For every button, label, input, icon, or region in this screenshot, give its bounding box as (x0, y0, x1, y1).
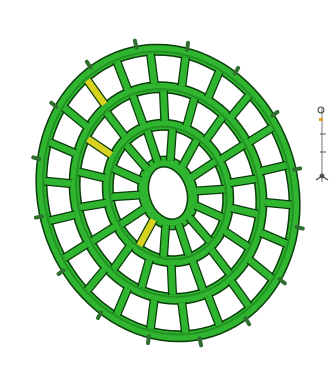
outer-tab (31, 155, 42, 162)
mid-spoke (79, 199, 107, 211)
ring-2-shade (75, 88, 261, 298)
mid-spoke (129, 95, 147, 126)
mid-spoke (183, 97, 198, 127)
outer-spoke (113, 287, 131, 316)
ring-3-shade (108, 125, 228, 261)
ring-1-shade (42, 50, 294, 336)
outer-tab (84, 59, 93, 70)
outer-spoke (84, 267, 108, 293)
hub-ring (138, 157, 198, 229)
mid-spoke (229, 175, 257, 187)
outer-tab (33, 214, 44, 220)
ring-3 (103, 120, 233, 266)
mid-spoke (160, 91, 169, 122)
triad-y-axis (321, 175, 329, 181)
outer-tab (232, 65, 241, 76)
ring-1 (36, 45, 300, 341)
outer-spoke (260, 162, 287, 175)
mid-spoke (189, 260, 207, 291)
outer-spoke (205, 295, 223, 326)
inner-spoke (194, 202, 224, 221)
inner-spoke (175, 223, 192, 256)
outer-spoke (48, 139, 77, 157)
outer-tab (294, 224, 305, 231)
mid-spoke (138, 259, 153, 289)
mid-spoke (222, 228, 250, 250)
outer-spoke (84, 78, 108, 107)
outer-spoke (259, 229, 288, 247)
outer-tab (270, 110, 280, 118)
outer-tab (132, 38, 139, 50)
ring-2 (70, 82, 266, 304)
inner-spoke (119, 206, 146, 228)
outer-tab (197, 336, 204, 348)
outer-spoke (147, 299, 158, 330)
triad-accent-marker (319, 118, 323, 121)
outer-spoke (205, 70, 223, 99)
inner-spoke (111, 191, 140, 201)
outer-spoke (178, 56, 189, 87)
outer-spoke (49, 211, 76, 224)
mid-spoke (219, 142, 246, 162)
outer-spoke (228, 93, 252, 119)
inner-spoke (190, 158, 217, 180)
outer-spoke (147, 53, 158, 84)
outer-tab (56, 268, 66, 276)
triad-x-axis (315, 175, 323, 181)
outer-spoke (62, 241, 89, 261)
outer-spoke (178, 302, 189, 333)
inner-spoke (167, 129, 176, 162)
outer-tab (145, 334, 151, 346)
inner-spoke (186, 215, 212, 243)
outer-spoke (247, 257, 274, 281)
outer-spoke (44, 177, 72, 187)
mid-spoke (104, 110, 128, 139)
mid-spoke (167, 264, 176, 295)
outer-spoke (62, 105, 89, 129)
triad-top-node (317, 106, 325, 114)
inner-spoke (136, 218, 157, 248)
outer-tab (185, 40, 191, 52)
outer-tab (243, 316, 252, 327)
outer-spoke (247, 125, 274, 145)
outer-tab (95, 310, 104, 321)
outer-spoke (228, 279, 252, 308)
outer-spoke (264, 199, 292, 209)
mid-spoke (90, 224, 117, 244)
mid-spoke (111, 244, 133, 271)
inner-spoke (160, 224, 169, 257)
mid-spoke (86, 136, 114, 158)
mid-spoke (78, 168, 106, 182)
axis-triad-icon[interactable] (315, 104, 329, 186)
outer-spoke (113, 60, 131, 91)
inner-spoke (196, 185, 225, 195)
outer-tab (292, 166, 303, 172)
inner-spoke (144, 130, 161, 163)
mid-spoke (208, 247, 232, 276)
outer-tab (277, 277, 287, 286)
mid-spoke (203, 115, 225, 142)
inner-spoke (112, 165, 142, 184)
outer-tab (49, 100, 59, 109)
frame-geometry (31, 38, 305, 348)
inner-spoke (179, 138, 200, 168)
mid-spoke (230, 204, 258, 218)
inner-spoke (124, 143, 150, 171)
